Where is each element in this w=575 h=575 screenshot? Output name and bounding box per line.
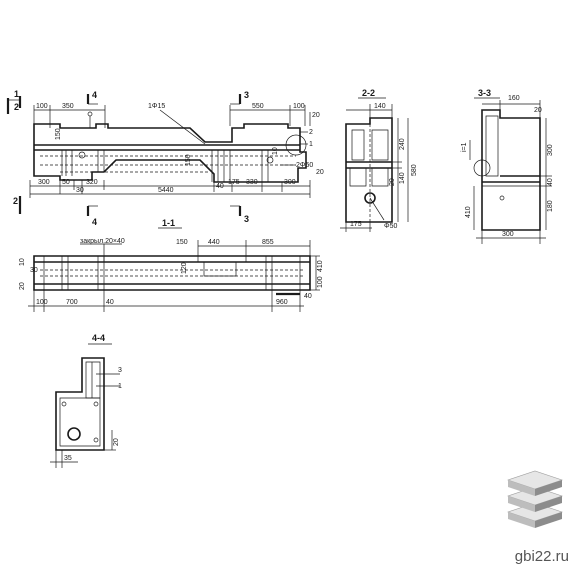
s33-dim-20: 20 — [534, 107, 542, 114]
s22-outline — [345, 117, 393, 223]
s22-dim-140-top: 140 — [374, 103, 386, 110]
dim-330: 330 — [246, 179, 258, 186]
dim-30: 30 — [76, 187, 84, 194]
dim-5440: 5440 — [158, 187, 174, 194]
s33-dim-160: 160 — [508, 95, 520, 102]
hole-left — [78, 151, 86, 159]
plan-dim-410: 410 — [317, 260, 324, 272]
s33-hole — [499, 195, 505, 201]
section-4-4-title: 4-4 — [92, 333, 105, 343]
s33-dim-300-vert: 300 — [547, 144, 554, 156]
s22-hole-label: Φ50 — [384, 223, 397, 230]
plan-dim-30: 30 — [30, 267, 38, 274]
watermark-text: gbi22.ru — [514, 548, 569, 565]
section-4-4: 4-4 3 1 20 35 — [50, 333, 122, 468]
plan-dim-855: 855 — [262, 239, 274, 246]
dim-100-right: 100 — [293, 103, 305, 110]
plan-1-1-title: 1-1 — [162, 218, 175, 228]
dim-100-left: 100 — [36, 103, 48, 110]
dim-150-left: 150 — [55, 128, 62, 140]
dim-320: 320 — [86, 179, 98, 186]
s44-rebar — [67, 427, 81, 441]
plan-dim-100: 100 — [36, 299, 48, 306]
s33-dim-410: 410 — [465, 206, 472, 218]
plan-dim-440: 440 — [208, 239, 220, 246]
plan-outline — [33, 255, 311, 291]
cut-label-1: 1 — [14, 89, 19, 99]
s44-callout-3: 3 — [118, 367, 122, 374]
callout-1: 1 — [309, 141, 313, 148]
section-2-2: 2-2 140 Φ50 175 240 140 20 580 — [340, 88, 418, 232]
callout-2: 2 — [309, 129, 313, 136]
s44-dim-35: 35 — [64, 455, 72, 462]
plan-dim-150: 150 — [176, 239, 188, 246]
s33-detail-circle — [473, 159, 491, 177]
hole-right — [266, 156, 274, 164]
plan-dim-120: 120 — [181, 262, 188, 274]
elevation-view: 1 2 2 4 4 3 3 100 350 550 100 20 1Φ15 — [6, 89, 324, 227]
dim-50: 50 — [62, 179, 70, 186]
plan-dim-40-right: 40 — [304, 293, 312, 300]
s33-dim-300: 300 — [502, 231, 514, 238]
plan-embed-label: закрыл.20×40 — [80, 238, 125, 245]
site-logo — [507, 470, 563, 528]
s33-dim-180: 180 — [547, 200, 554, 212]
cut-label-2-bottom: 2 — [13, 196, 18, 206]
s22-dim-240: 240 — [399, 138, 406, 150]
s33-outline — [481, 109, 541, 231]
cut-label-3-top: 3 — [244, 90, 249, 100]
dim-350: 350 — [62, 103, 74, 110]
s22-dim-20: 20 — [389, 178, 396, 186]
dim-10: 10 — [272, 147, 279, 155]
plan-dim-960: 960 — [276, 299, 288, 306]
dim-175: 175 — [228, 179, 240, 186]
s22-dim-175: 175 — [350, 221, 362, 228]
dim-300-left: 300 — [38, 179, 50, 186]
s33-slope: i=1 — [461, 142, 468, 152]
dim-40: 40 — [216, 183, 224, 190]
cut-label-4-bottom: 4 — [92, 217, 97, 227]
section-3-3: 3-3 160 20 i=1 300 40 180 410 300 — [461, 88, 554, 244]
s33-dim-40: 40 — [547, 178, 554, 186]
section-2-2-title: 2-2 — [362, 88, 375, 98]
cut-label-3-bottom: 3 — [244, 214, 249, 224]
dim-550: 550 — [252, 103, 264, 110]
plan-dim-700: 700 — [66, 299, 78, 306]
plan-1-1: 1-1 закрыл.20×40 150 440 855 10 20 120 4… — [19, 218, 324, 312]
s22-hole — [364, 192, 376, 204]
s44-callout-1: 1 — [118, 383, 122, 390]
dim-20-right: 20 — [312, 112, 320, 119]
dim-150-mid: 150 — [185, 154, 192, 166]
hole-label: 2Φ50 — [296, 162, 313, 169]
plan-dim-40: 40 — [106, 299, 114, 306]
dim-20-right-low: 20 — [316, 169, 324, 176]
s22-dim-140: 140 — [399, 172, 406, 184]
cut-label-4-top: 4 — [92, 90, 97, 100]
plan-dim-10: 10 — [19, 258, 26, 266]
plan-embed-plate — [203, 261, 237, 277]
plan-dim-100-right: 100 — [317, 276, 324, 288]
rebar-label: 1Φ15 — [148, 103, 165, 110]
s44-dim-20: 20 — [113, 438, 120, 446]
s22-dim-580: 580 — [411, 164, 418, 176]
beam-outline — [33, 123, 307, 183]
detail-circle — [285, 134, 307, 156]
dim-300-right: 300 — [284, 179, 296, 186]
section-3-3-title: 3-3 — [478, 88, 491, 98]
plan-dim-20: 20 — [19, 282, 26, 290]
cut-label-2: 2 — [14, 102, 19, 112]
